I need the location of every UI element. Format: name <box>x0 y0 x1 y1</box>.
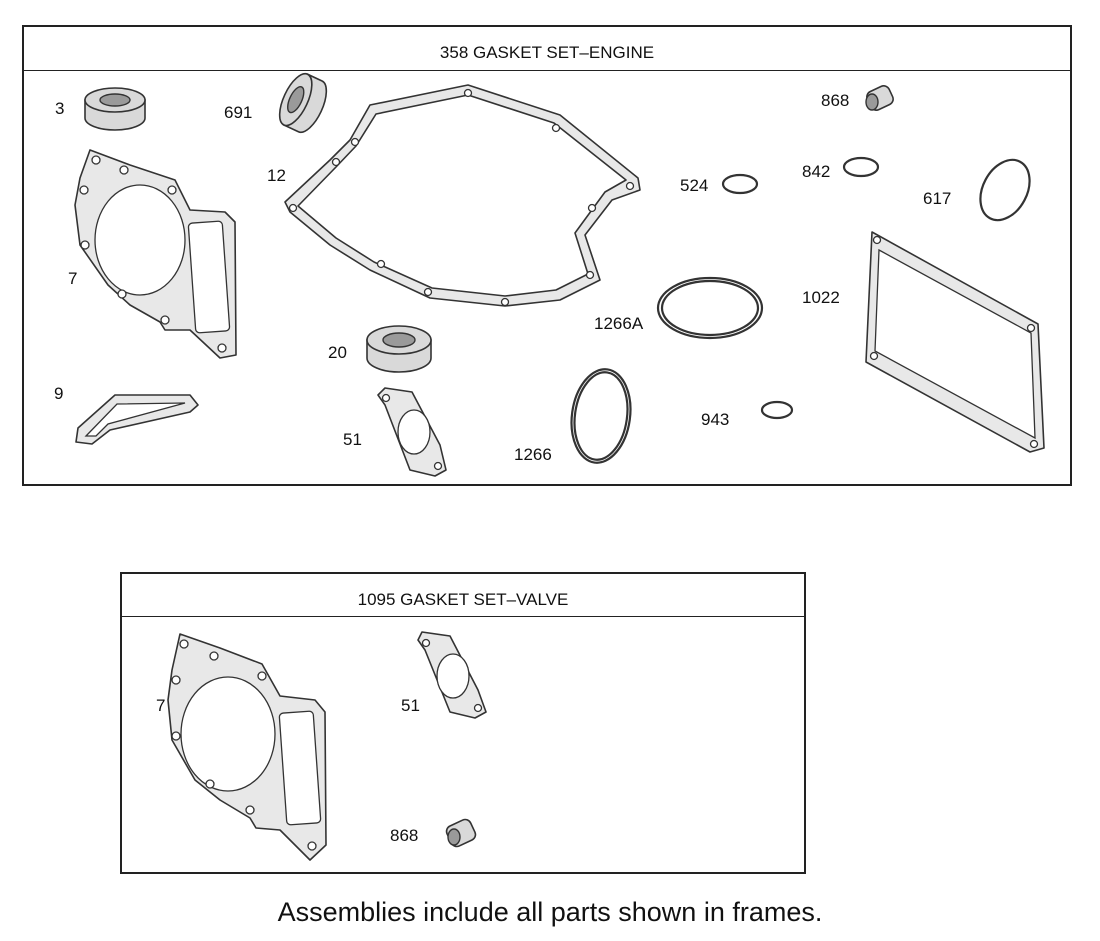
engine-title-divider <box>24 70 1070 71</box>
o-ring-943-drawing <box>760 400 794 420</box>
assemblies-note: Assemblies include all parts shown in fr… <box>277 897 823 927</box>
valve-seal-868-drawing <box>865 85 894 111</box>
callout-691: 691 <box>224 103 253 122</box>
callout-51: 51 <box>343 430 362 449</box>
valve-gasket-set-title: 1095 GASKET SET–VALVE <box>357 590 569 609</box>
callout-valve-51: 51 <box>401 696 420 715</box>
oil-seal-3-drawing <box>84 87 146 131</box>
engine-gasket-set-title: 358 GASKET SET–ENGINE <box>439 43 655 62</box>
valve-seal-868-valve-drawing <box>445 818 477 848</box>
callout-9: 9 <box>54 384 64 403</box>
callout-valve-7: 7 <box>156 696 166 715</box>
oil-seal-20-drawing <box>366 325 432 373</box>
callout-1266: 1266 <box>514 445 552 464</box>
callout-1266A: 1266A <box>594 314 644 333</box>
callout-valve-868: 868 <box>390 826 419 845</box>
oil-seal-691-drawing <box>278 72 328 134</box>
callout-943: 943 <box>701 410 730 429</box>
callout-20: 20 <box>328 343 347 362</box>
intake-gasket-51-valve-drawing <box>417 631 487 719</box>
o-ring-1266A-drawing <box>656 276 764 340</box>
callout-842: 842 <box>802 162 831 181</box>
callout-1022: 1022 <box>802 288 840 307</box>
head-gasket-7-drawing <box>74 149 237 359</box>
callout-617: 617 <box>923 189 952 208</box>
callout-12: 12 <box>267 166 286 185</box>
o-ring-1266-drawing <box>570 368 632 464</box>
callout-868: 868 <box>821 91 850 110</box>
gasket-9-drawing <box>75 394 199 445</box>
intake-gasket-51-drawing <box>377 387 447 477</box>
valve-title-divider <box>122 616 804 617</box>
o-ring-524-drawing <box>721 173 759 195</box>
rocker-cover-gasket-1022-drawing <box>865 231 1045 453</box>
callout-524: 524 <box>680 176 709 195</box>
callout-7: 7 <box>68 269 78 288</box>
o-ring-842-drawing <box>842 156 880 178</box>
callout-3: 3 <box>55 99 65 118</box>
head-gasket-7-valve-drawing <box>167 633 327 861</box>
crankcase-gasket-12-drawing <box>284 84 641 307</box>
o-ring-617-drawing <box>979 158 1031 222</box>
